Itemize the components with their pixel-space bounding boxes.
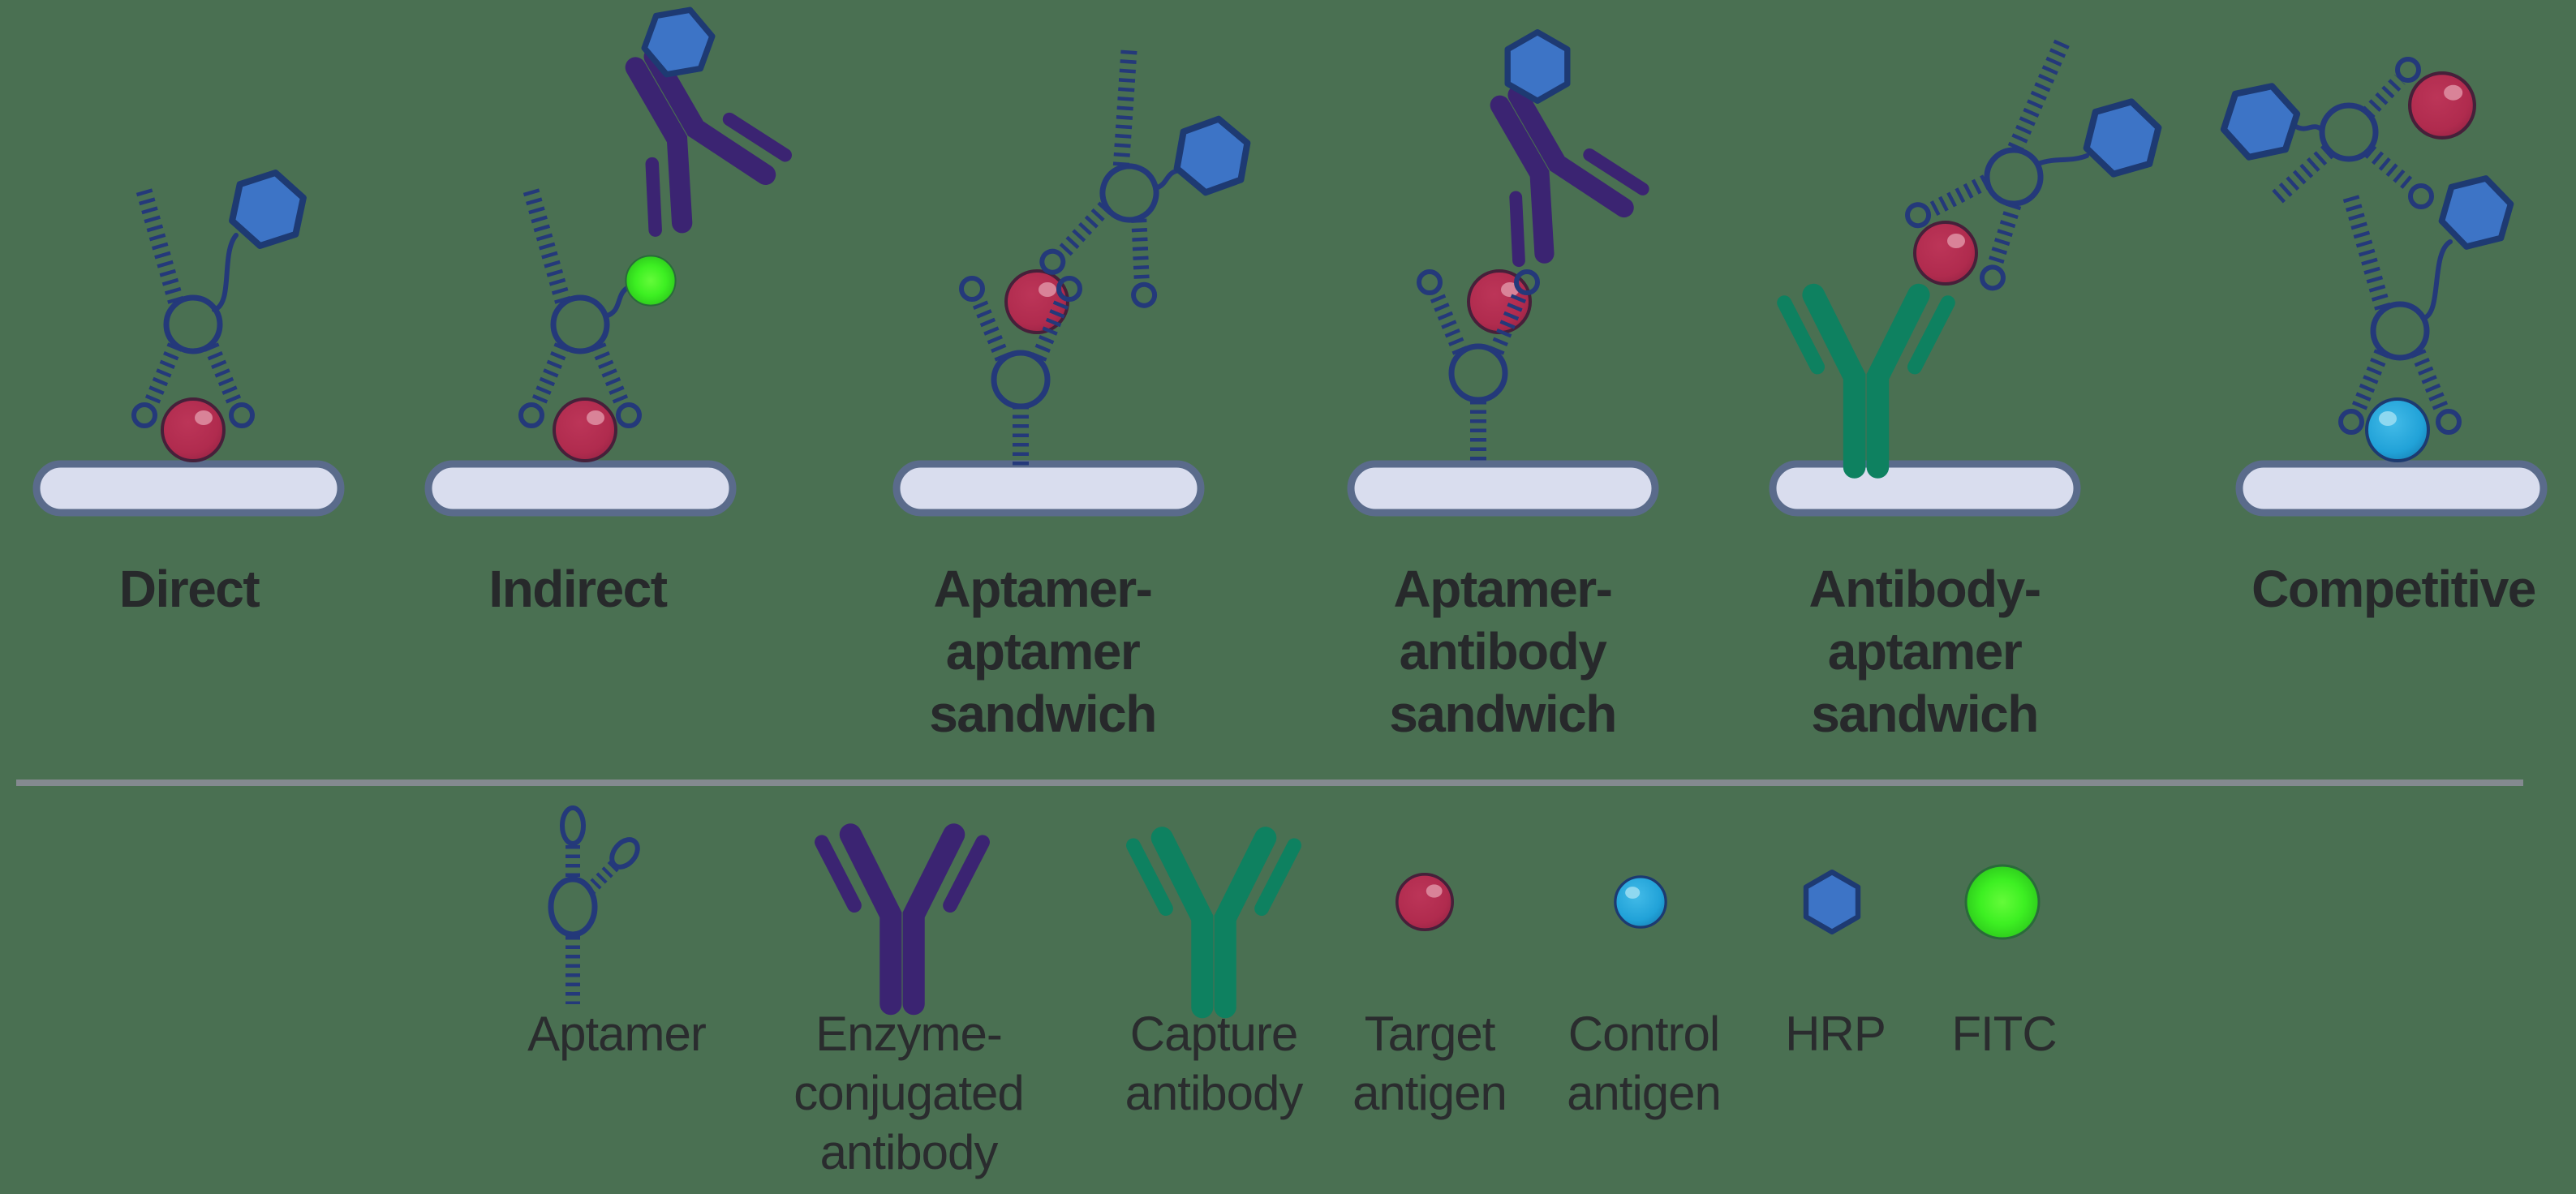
- surface: [37, 464, 341, 513]
- capture-antibody-icon: [1133, 838, 1294, 1007]
- legend-label-target-antigen: Target antigen: [1353, 1007, 1507, 1120]
- legend-label-hrp: HRP: [1785, 1007, 1886, 1061]
- surface: [428, 464, 733, 513]
- target-antigen-icon: [1396, 873, 1454, 931]
- panel-title-competitive: Competitive: [2251, 560, 2536, 618]
- hrp-shape: [2218, 76, 2303, 167]
- legend: [16, 780, 2523, 1007]
- panel-indirect-graphic: [428, 0, 789, 513]
- aptamer-shape: [521, 187, 639, 426]
- panel-title-aptamer-antibody-sandwich: Aptamer- antibody sandwich: [1389, 560, 1617, 743]
- hrp-shape: [2082, 94, 2163, 183]
- hrp-icon: [1806, 872, 1858, 932]
- legend-label-fitc: FITC: [1951, 1007, 2057, 1061]
- target-antigen-shape: [1913, 221, 1978, 286]
- surface: [2239, 464, 2544, 513]
- divider-line: [16, 780, 2523, 786]
- fitc-icon: [1964, 864, 2041, 940]
- panel-aptamer-antibody-graphic: [1351, 32, 1655, 513]
- hrp-shape: [1507, 32, 1568, 101]
- free-aptamer-complex: [2218, 57, 2475, 209]
- panel-aptamer-aptamer-graphic: [897, 43, 1250, 513]
- capture-antibody-shape: [1784, 295, 1948, 467]
- surface: [1773, 464, 2077, 513]
- fitc-shape: [625, 255, 677, 307]
- hrp-shape: [639, 0, 718, 84]
- legend-label-capture-antibody: Capture antibody: [1125, 1007, 1304, 1120]
- linker: [603, 285, 631, 319]
- target-antigen-shape: [161, 397, 226, 462]
- panel-title-indirect: Indirect: [488, 560, 668, 618]
- linker: [212, 233, 239, 312]
- control-antigen-icon: [1614, 875, 1667, 929]
- linker: [1153, 168, 1182, 191]
- surface: [1351, 464, 1655, 513]
- enzyme-conjugated-antibody-icon: [822, 835, 983, 1004]
- panel-competitive-graphic: [2218, 57, 2544, 513]
- control-antigen-shape: [2365, 397, 2430, 462]
- hrp-shape: [1174, 114, 1251, 198]
- panel-title-direct: Direct: [118, 560, 260, 618]
- aptamer-shape: [2271, 57, 2434, 209]
- panel-title-antibody-aptamer-sandwich: Antibody- aptamer sandwich: [1808, 560, 2041, 743]
- legend-label-control-antigen: Control antigen: [1567, 1007, 1722, 1120]
- target-antigen-shape: [1467, 269, 1532, 334]
- aptamer-shape: [2341, 193, 2459, 432]
- linker: [2036, 153, 2089, 166]
- target-antigen-shape: [2410, 73, 2475, 138]
- surface: [897, 464, 1201, 513]
- panel-direct-graphic: [37, 166, 341, 513]
- panel-antibody-aptamer-graphic: [1773, 33, 2163, 513]
- legend-label-enzyme-conjugated-antibody: Enzyme- conjugated antibody: [793, 1007, 1025, 1179]
- target-antigen-shape: [553, 397, 617, 462]
- surface-aptamer-complex: [2341, 170, 2516, 462]
- aptamer-icon: [548, 805, 640, 1004]
- legend-label-aptamer: Aptamer: [527, 1007, 707, 1061]
- hrp-shape: [228, 166, 307, 253]
- linker: [2422, 239, 2453, 320]
- panel-title-aptamer-aptamer-sandwich: Aptamer- aptamer sandwich: [929, 560, 1157, 743]
